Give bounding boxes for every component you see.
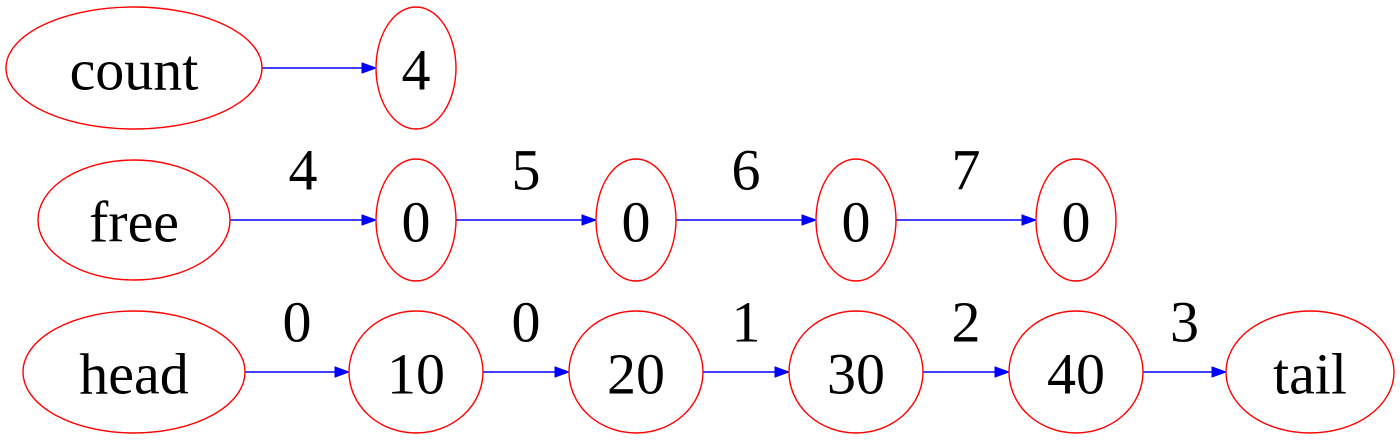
node-ellipse <box>375 158 457 282</box>
edge-2-0: 0 <box>245 290 351 378</box>
arrowhead <box>554 366 571 378</box>
node-label: 0 <box>402 190 431 255</box>
row-0: count 4 <box>5 6 457 130</box>
node-label: 10 <box>387 342 445 407</box>
node-2-3: 30 <box>788 310 924 434</box>
node-ellipse <box>815 158 897 282</box>
node-label: head <box>79 342 189 407</box>
node-2-5: tail <box>1225 310 1395 434</box>
arrowhead <box>1211 366 1228 378</box>
node-ellipse <box>1035 158 1117 282</box>
edge-label: 4 <box>289 138 318 203</box>
arrowhead <box>994 366 1011 378</box>
arrowhead <box>334 366 351 378</box>
node-label: free <box>89 190 179 255</box>
edge-label: 5 <box>512 138 541 203</box>
node-label: 0 <box>622 190 651 255</box>
node-label: 0 <box>842 190 871 255</box>
edge-label: 6 <box>732 138 761 203</box>
node-ellipse <box>37 159 231 281</box>
node-label: count <box>70 38 199 103</box>
node-0-0: count <box>5 6 263 130</box>
node-ellipse <box>348 310 484 434</box>
node-1-2: 0 <box>595 158 677 282</box>
arrowhead <box>361 62 378 74</box>
arrowhead <box>361 214 378 226</box>
node-ellipse <box>1225 310 1395 434</box>
arrowhead <box>1021 214 1038 226</box>
node-0-1: 4 <box>375 6 457 130</box>
node-label: 0 <box>1062 190 1091 255</box>
arrowhead <box>581 214 598 226</box>
node-label: 20 <box>607 342 665 407</box>
row-1: 4 5 6 7 free 0 0 0 0 <box>37 138 1117 282</box>
node-ellipse <box>22 310 246 434</box>
node-ellipse <box>568 310 704 434</box>
node-label: 30 <box>827 342 885 407</box>
row-2: 0 0 1 2 3 head 10 20 30 40 tail <box>22 290 1395 434</box>
node-label: tail <box>1273 342 1347 407</box>
edge-1-2: 6 <box>676 138 818 226</box>
edge-label: 1 <box>732 290 761 355</box>
edge-2-1: 0 <box>483 290 571 378</box>
edge-label: 0 <box>512 290 541 355</box>
edge-label: 7 <box>952 138 981 203</box>
node-2-4: 40 <box>1008 310 1144 434</box>
node-1-0: free <box>37 159 231 281</box>
node-label: 4 <box>402 38 431 103</box>
edge-2-2: 1 <box>703 290 791 378</box>
edge-0-0 <box>262 62 378 74</box>
node-1-3: 0 <box>815 158 897 282</box>
node-label: 40 <box>1047 342 1105 407</box>
edge-2-3: 2 <box>923 290 1011 378</box>
node-2-2: 20 <box>568 310 704 434</box>
edge-1-3: 7 <box>896 138 1038 226</box>
edge-1-0: 4 <box>230 138 378 226</box>
edge-2-4: 3 <box>1143 290 1228 378</box>
node-ellipse <box>375 6 457 130</box>
edge-1-1: 5 <box>456 138 598 226</box>
node-2-0: head <box>22 310 246 434</box>
arrowhead <box>801 214 818 226</box>
node-1-1: 0 <box>375 158 457 282</box>
node-ellipse <box>595 158 677 282</box>
node-2-1: 10 <box>348 310 484 434</box>
node-ellipse <box>1008 310 1144 434</box>
edge-label: 0 <box>283 290 312 355</box>
arrowhead <box>774 366 791 378</box>
node-ellipse <box>788 310 924 434</box>
node-1-4: 0 <box>1035 158 1117 282</box>
node-ellipse <box>5 6 263 130</box>
edge-label: 3 <box>1170 290 1199 355</box>
edge-label: 2 <box>952 290 981 355</box>
